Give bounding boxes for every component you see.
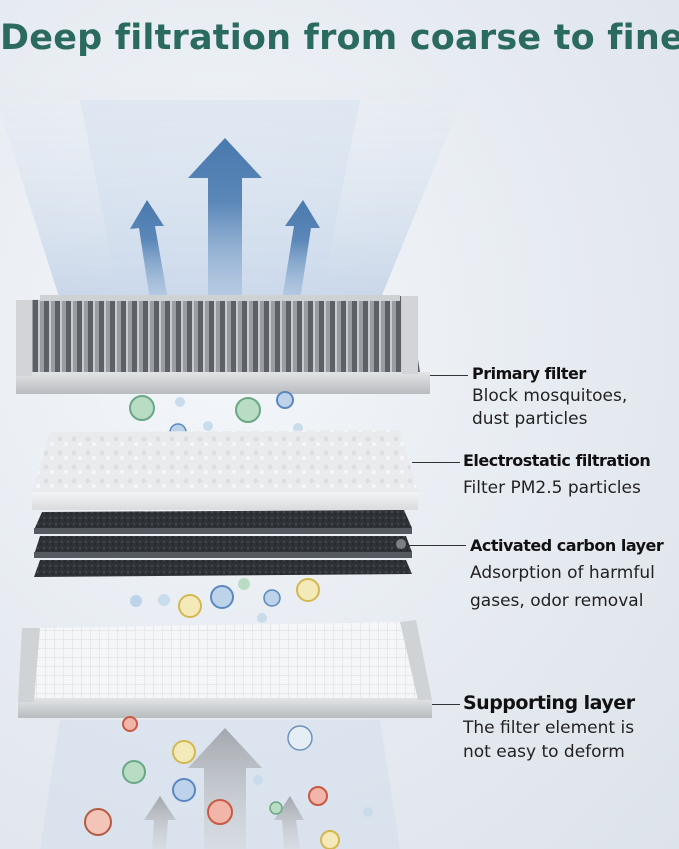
carbon-layer: [34, 510, 412, 577]
layer-description-line: Block mosquitoes,: [472, 386, 628, 406]
supporting-layer: [18, 620, 432, 718]
callout-line-supporting: [432, 704, 460, 705]
callout-primary-filter: Primary filter Block mosquitoes, dust pa…: [472, 364, 627, 430]
layer-description-line: Filter PM2.5 particles: [463, 478, 641, 498]
layer-description-line: dust particles: [472, 409, 588, 430]
callout-activated-carbon: Activated carbon layer Adsorption of har…: [470, 536, 664, 612]
particle-icon: [84, 716, 373, 849]
layer-description-line: not easy to deform: [463, 742, 625, 763]
callout-line-carbon: [406, 545, 466, 546]
layer-name: Supporting layer: [463, 692, 635, 714]
callout-line-primary: [430, 375, 468, 376]
layer-name: Activated carbon layer: [470, 536, 664, 555]
callout-supporting-layer: Supporting layer The filter element is n…: [463, 692, 635, 763]
layer-name: Electrostatic filtration: [463, 451, 651, 470]
callout-line-electrostatic: [412, 462, 460, 463]
airflow-arrow-icon: [130, 138, 320, 300]
layer-name: Primary filter: [472, 364, 586, 383]
callout-electrostatic: Electrostatic filtration Filter PM2.5 pa…: [463, 451, 651, 498]
electrostatic-layer: [32, 430, 418, 510]
layer-description-line: Adsorption of harmful: [470, 563, 655, 583]
layer-description-line: The filter element is: [463, 718, 635, 738]
layer-description-line: gases, odor removal: [470, 591, 644, 612]
primary-filter-layer: [16, 295, 430, 394]
page-title: Deep filtration from coarse to fine: [0, 18, 679, 58]
